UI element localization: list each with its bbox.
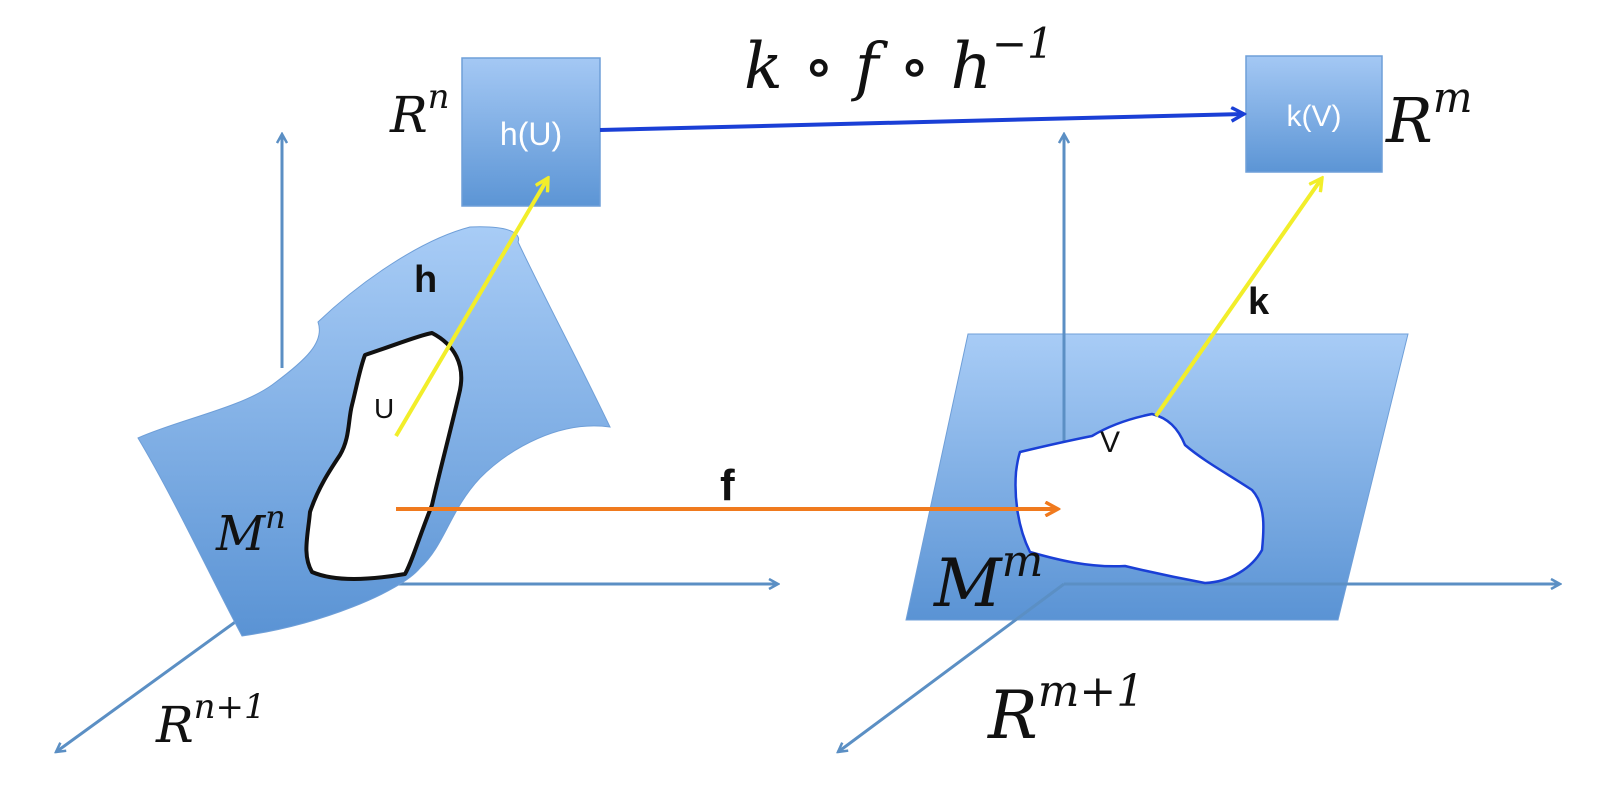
label-mm-exp: m — [1002, 536, 1044, 587]
label-rn-base: R — [389, 86, 428, 144]
label-rm-plus-1: Rm+1 — [987, 666, 1144, 754]
left-axis-diagonal — [56, 618, 239, 752]
box-k-of-v-label: k(V) — [1287, 100, 1342, 133]
map-k-label: k — [1248, 281, 1270, 323]
map-h-label: h — [414, 259, 437, 301]
label-rm-exp: m — [1433, 73, 1473, 122]
set-v-label: V — [1100, 426, 1120, 459]
set-u-label: U — [374, 393, 394, 424]
composite-map-label: k ∘ f ∘ h−1 — [744, 19, 1054, 104]
label-rm-plus-1-exp: m+1 — [1038, 666, 1145, 717]
label-mm-base: M — [933, 545, 1003, 622]
map-h-arrow — [394, 178, 548, 438]
map-k-arrow — [1154, 178, 1322, 418]
left-axes — [56, 134, 778, 752]
label-rn-plus-1-base: R — [155, 696, 194, 754]
label-rn-exp: n — [428, 77, 450, 117]
composite-map-exponent: −1 — [992, 19, 1054, 68]
label-mm: Mm — [933, 536, 1043, 622]
box-h-of-u-label: h(U) — [500, 116, 562, 152]
box-h-of-u — [461, 57, 601, 207]
right-axis-diagonal — [838, 582, 1065, 752]
right-axes — [838, 134, 1560, 752]
label-rm-plus-1-base: R — [987, 677, 1038, 754]
map-f-label: f — [720, 461, 735, 510]
label-rn-plus-1: Rn+1 — [155, 687, 266, 754]
label-rm-base: R — [1385, 84, 1433, 157]
composite-map-arrow — [599, 114, 1244, 132]
set-v-region — [1014, 412, 1265, 585]
composite-map-base: k ∘ f ∘ h — [744, 30, 992, 104]
label-mn-base: M — [215, 506, 267, 562]
label-rn: Rn — [389, 77, 450, 144]
label-mn: Mn — [215, 498, 286, 562]
label-rm: Rm — [1385, 73, 1473, 157]
label-mn-exp: n — [265, 498, 286, 536]
label-rn-plus-1-exp: n+1 — [194, 687, 266, 727]
